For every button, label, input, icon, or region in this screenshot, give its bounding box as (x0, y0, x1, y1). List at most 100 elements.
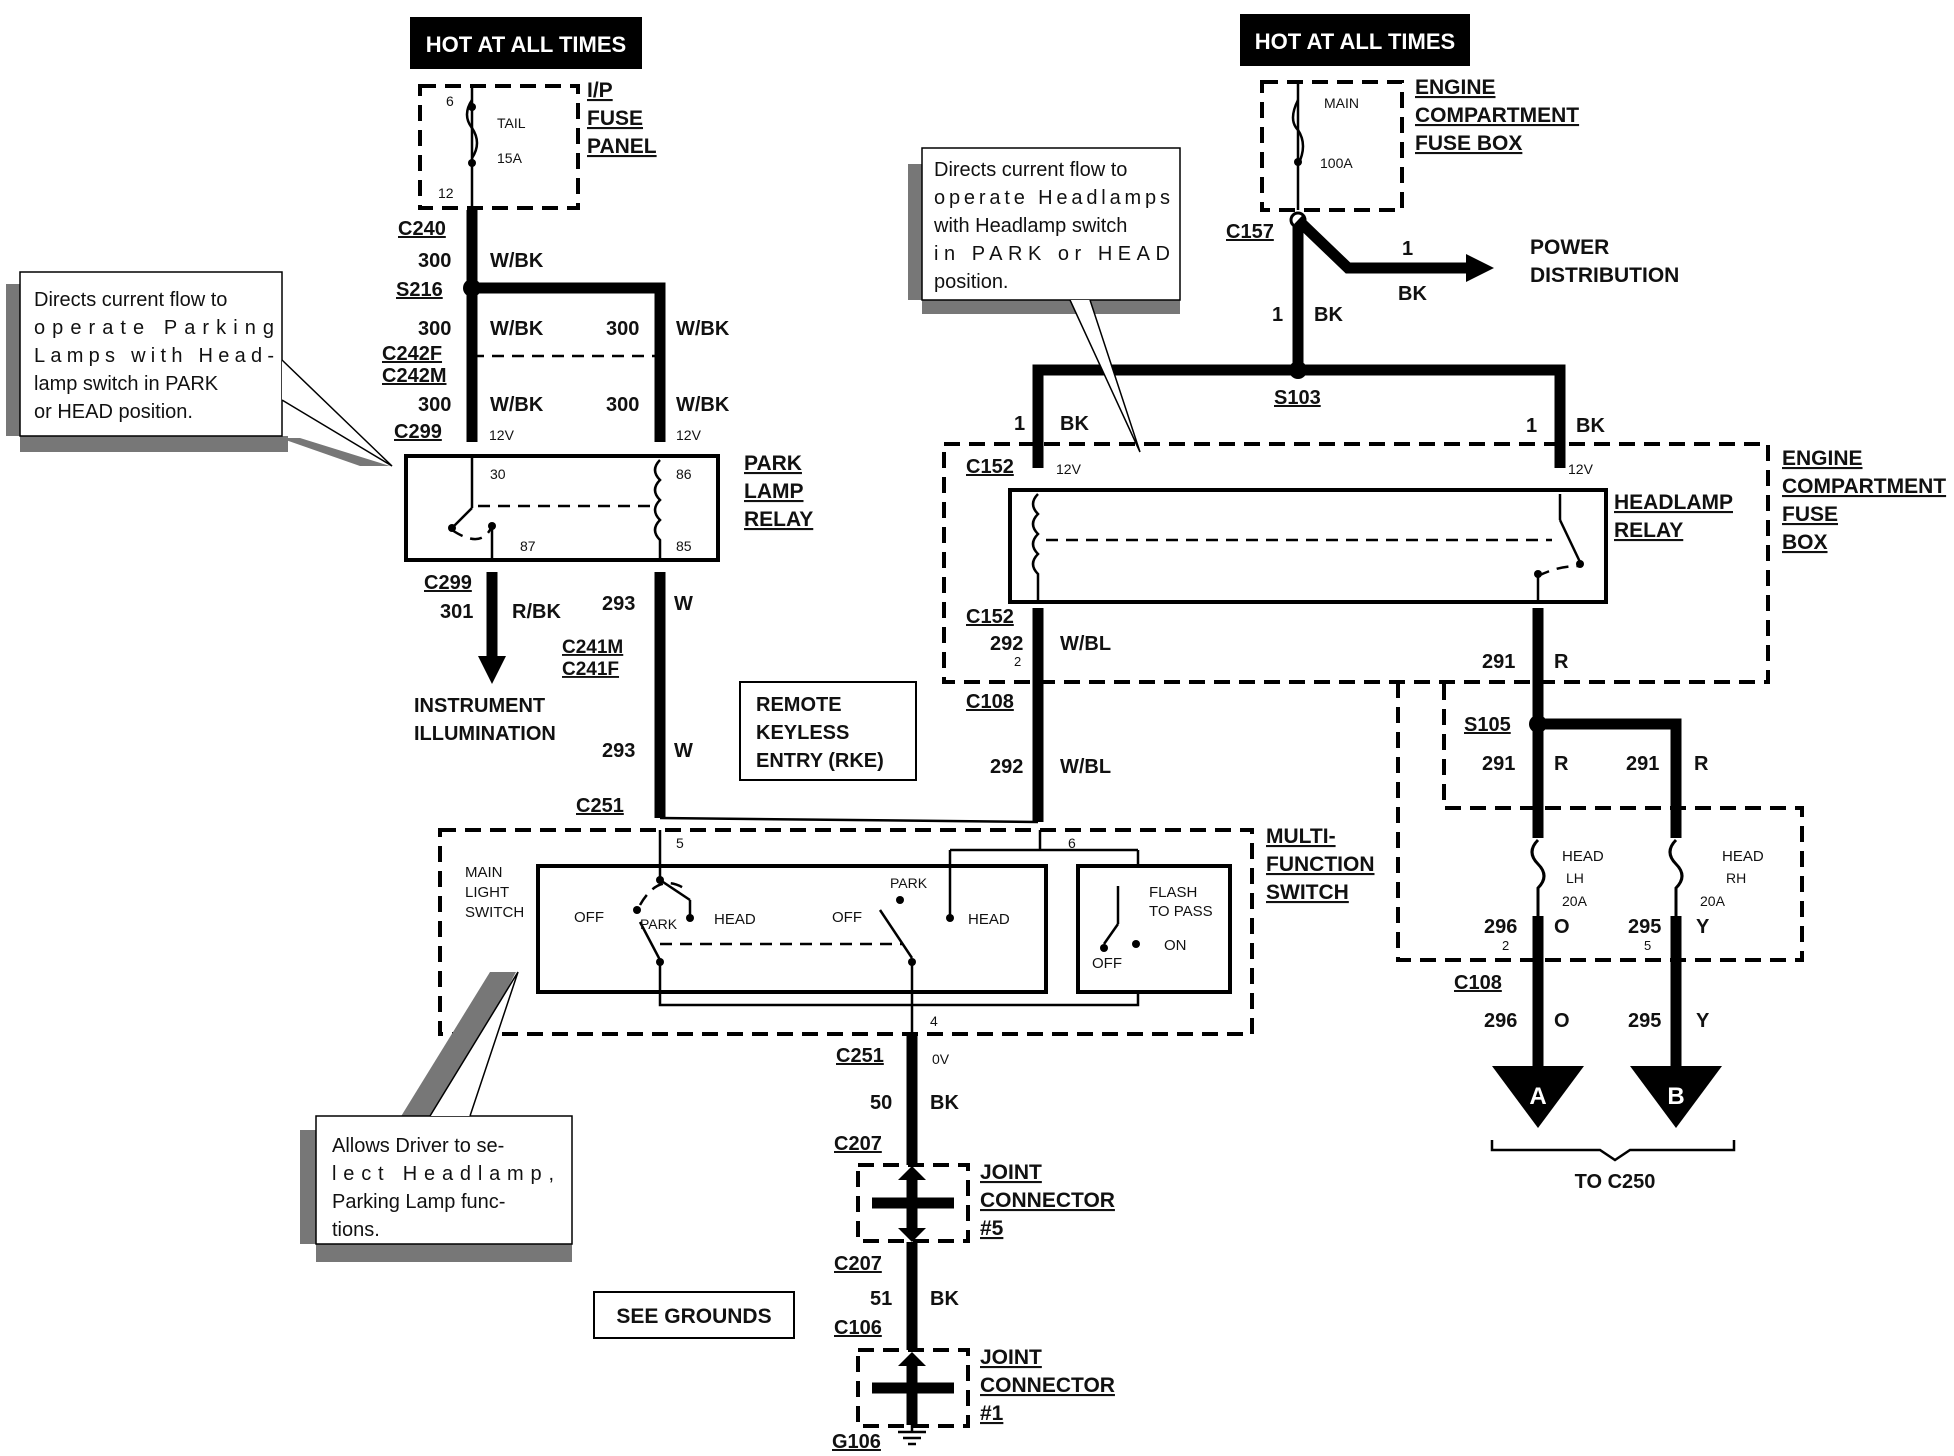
svg-text:C299: C299 (394, 421, 442, 443)
svg-text:30: 30 (490, 466, 506, 482)
svg-text:C152: C152 (966, 606, 1014, 628)
svg-text:BK: BK (1314, 304, 1343, 326)
svg-text:ENGINE: ENGINE (1415, 76, 1496, 99)
svg-text:4: 4 (930, 1013, 938, 1029)
label-c240: C240 (398, 218, 446, 240)
svg-text:86: 86 (676, 466, 692, 482)
engine-fuse-box-lower (1396, 682, 1804, 962)
svg-text:BK: BK (1398, 283, 1427, 305)
power-distribution-label: POWER (1530, 236, 1609, 259)
svg-text:or HEAD position.: or HEAD position. (34, 401, 193, 423)
svg-text:C108: C108 (1454, 972, 1502, 994)
svg-text:300: 300 (418, 318, 451, 340)
svg-text:0V: 0V (932, 1051, 950, 1067)
svg-text:12V: 12V (1568, 461, 1594, 477)
svg-text:REMOTE: REMOTE (756, 694, 842, 716)
svg-text:296: 296 (1484, 1010, 1517, 1032)
svg-text:Lamps with Head-: Lamps with Head- (34, 345, 274, 367)
to-c250-label: TO C250 (1575, 1171, 1656, 1193)
svg-text:Allows Driver to se-: Allows Driver to se- (332, 1135, 504, 1157)
svg-text:C251: C251 (836, 1045, 884, 1067)
svg-text:operate Headlamps: operate Headlamps (934, 187, 1170, 209)
svg-text:HEAD: HEAD (1562, 848, 1604, 865)
engine-fuse-box-top: MAIN 100A ENGINE COMPARTMENT FUSE BOX (1260, 76, 1579, 212)
hot-at-all-times-left: HOT AT ALL TIMES (410, 17, 642, 69)
svg-text:SWITCH: SWITCH (465, 904, 524, 921)
svg-text:5: 5 (676, 835, 684, 851)
svg-text:in PARK or HEAD: in PARK or HEAD (934, 243, 1170, 265)
svg-text:TO PASS: TO PASS (1149, 903, 1213, 920)
svg-text:BOX: BOX (1782, 531, 1828, 554)
svg-text:B: B (1667, 1083, 1684, 1110)
svg-text:tions.: tions. (332, 1219, 380, 1241)
svg-text:BK: BK (1576, 415, 1605, 437)
svg-text:2: 2 (1502, 938, 1509, 953)
head-rh-fuse: HEAD RH 20A (1668, 810, 1764, 916)
svg-text:100A: 100A (1320, 155, 1353, 171)
svg-text:OFF: OFF (832, 909, 862, 926)
svg-text:HEAD: HEAD (1722, 848, 1764, 865)
rke-box: REMOTE KEYLESS ENTRY (RKE) (739, 681, 917, 781)
svg-text:87: 87 (520, 538, 536, 554)
svg-text:1: 1 (1526, 415, 1537, 437)
svg-text:293: 293 (602, 740, 635, 762)
svg-text:KEYLESS: KEYLESS (756, 722, 849, 744)
callout-headlamps: Directs current flow to operate Headlamp… (908, 147, 1181, 453)
svg-text:HOT AT ALL TIMES: HOT AT ALL TIMES (426, 32, 626, 57)
svg-text:CONNECTOR: CONNECTOR (980, 1189, 1115, 1212)
svg-text:C251: C251 (576, 795, 624, 817)
multifunction-switch: MAIN LIGHT SWITCH OFF PARK HEAD OFF PARK… (438, 825, 1375, 1036)
svg-text:296: 296 (1484, 916, 1517, 938)
svg-text:12V: 12V (676, 427, 702, 443)
headlamp-relay: HEADLAMP RELAY (1008, 488, 1733, 604)
svg-text:R: R (1694, 753, 1709, 775)
svg-text:PANEL: PANEL (587, 135, 657, 158)
svg-text:292: 292 (990, 633, 1023, 655)
svg-text:OFF: OFF (574, 909, 604, 926)
svg-text:COMPARTMENT: COMPARTMENT (1415, 104, 1579, 127)
engine-fuse-box-right (942, 442, 1770, 684)
hot-at-all-times-right: HOT AT ALL TIMES (1240, 14, 1470, 66)
svg-text:C157: C157 (1226, 221, 1274, 243)
svg-text:C242M: C242M (382, 365, 446, 387)
svg-text:Y: Y (1696, 916, 1710, 938)
svg-text:ENTRY (RKE): ENTRY (RKE) (756, 750, 884, 772)
svg-text:C241F: C241F (562, 659, 619, 680)
svg-text:51: 51 (870, 1288, 892, 1310)
svg-text:W/BL: W/BL (1060, 633, 1111, 655)
svg-text:A: A (1529, 1083, 1546, 1110)
svg-text:I/P: I/P (587, 79, 613, 102)
svg-text:291: 291 (1482, 753, 1515, 775)
svg-text:C108: C108 (966, 691, 1014, 713)
svg-text:295: 295 (1628, 916, 1661, 938)
svg-text:12V: 12V (1056, 461, 1082, 477)
see-grounds-button: SEE GROUNDS (593, 1291, 795, 1339)
svg-text:lect Headlamp,: lect Headlamp, (332, 1163, 554, 1185)
svg-text:OFF: OFF (1092, 955, 1122, 972)
svg-text:Y: Y (1696, 1010, 1710, 1032)
svg-text:293: 293 (602, 593, 635, 615)
svg-text:W: W (674, 740, 693, 762)
joint-connector-5: JOINT CONNECTOR #5 (856, 1161, 1115, 1243)
svg-text:ENGINE: ENGINE (1782, 447, 1863, 470)
svg-text:6: 6 (1068, 835, 1076, 851)
svg-text:FUSE BOX: FUSE BOX (1415, 132, 1522, 155)
svg-text:JOINT: JOINT (980, 1161, 1042, 1184)
svg-text:#1: #1 (980, 1402, 1004, 1425)
svg-text:R: R (1554, 651, 1569, 673)
svg-text:Parking Lamp func-: Parking Lamp func- (332, 1191, 505, 1213)
svg-text:COMPARTMENT: COMPARTMENT (1782, 475, 1946, 498)
arrow-a: A (1492, 1066, 1584, 1128)
svg-text:1: 1 (1272, 304, 1283, 326)
svg-text:W/BK: W/BK (490, 250, 544, 272)
svg-text:291: 291 (1482, 651, 1515, 673)
svg-text:PARK: PARK (640, 916, 678, 932)
svg-text:SWITCH: SWITCH (1266, 881, 1349, 904)
arrow-b: B (1630, 1066, 1722, 1128)
svg-text:BK: BK (1060, 413, 1089, 435)
svg-text:301: 301 (440, 601, 473, 623)
svg-text:BK: BK (930, 1092, 959, 1114)
svg-text:JOINT: JOINT (980, 1346, 1042, 1369)
svg-text:291: 291 (1626, 753, 1659, 775)
